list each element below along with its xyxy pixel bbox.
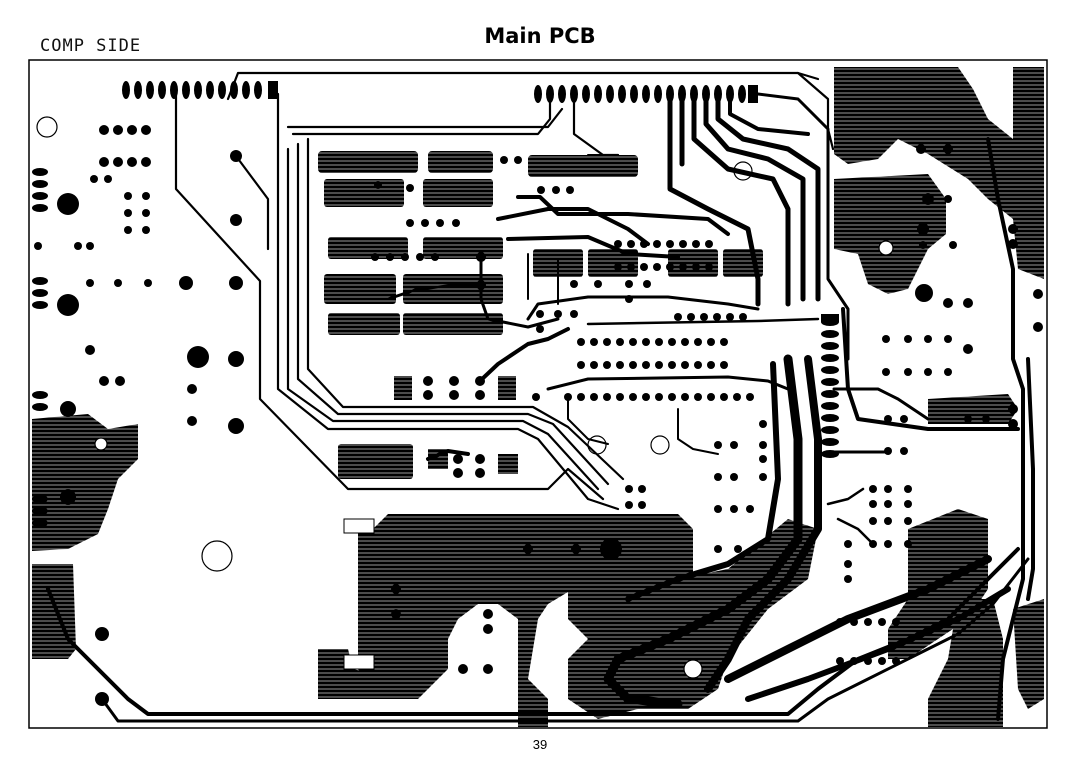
connector-left-vertical [32,168,48,527]
connector-top-center [534,85,758,103]
pcb-board [28,59,1048,729]
connector-right-vertical [821,314,839,458]
traces [46,71,1035,723]
ic-blocks [318,151,763,654]
copper-pours [32,67,1044,727]
vias [34,125,1043,706]
ic-pin-rows [564,240,900,665]
board-outline [28,59,1048,729]
component-outlines [343,518,375,670]
layer-side-label: COMP SIDE [40,36,142,56]
page-number: 39 [532,737,548,752]
page-title: Main PCB [484,24,596,48]
connector-top-left [122,81,278,99]
